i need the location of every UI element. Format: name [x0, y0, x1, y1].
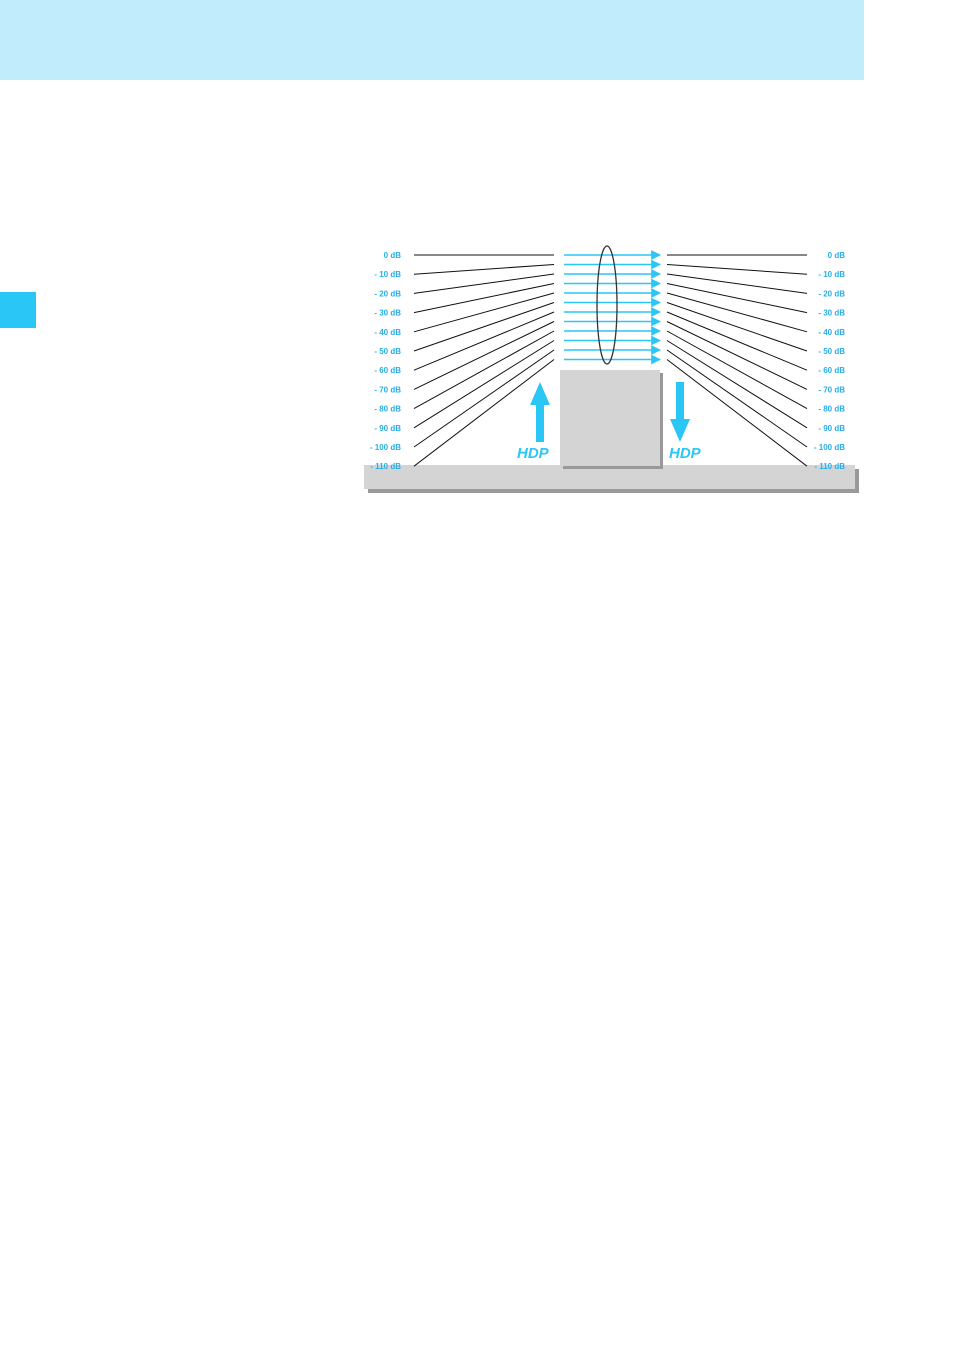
level-label-left: - 60 dB [374, 366, 401, 375]
level-label-left: - 110 dB [370, 462, 401, 471]
level-label-left: - 100 dB [370, 443, 401, 452]
left-fan-line [414, 284, 554, 313]
level-label-right: - 20 dB [818, 289, 845, 298]
level-label-left: - 50 dB [374, 347, 401, 356]
down-arrow-icon [670, 382, 690, 442]
level-label-right: - 30 dB [818, 309, 845, 318]
transmission-arrows [564, 255, 660, 360]
left-fan-line [414, 331, 554, 409]
right-fan-line [667, 322, 807, 390]
right-fan-line [667, 303, 807, 352]
left-fan-line [414, 293, 554, 332]
level-label-right: - 90 dB [818, 424, 845, 433]
right-fan-line [667, 341, 807, 428]
right-fan-line [667, 293, 807, 332]
right-fan-line [667, 284, 807, 313]
right-fan-line [667, 265, 807, 275]
level-label-left: - 30 dB [374, 309, 401, 318]
right-fan-lines [667, 255, 807, 466]
left-fan-line [414, 303, 554, 352]
right-level-labels: 0 dB - 10 dB - 20 dB - 30 dB - 40 dB - 50 dB -… [814, 251, 845, 471]
level-label-right: - 110 dB [814, 462, 845, 471]
transmission-block [560, 370, 660, 466]
right-fan-line [667, 350, 807, 447]
level-label-left: 0 dB [384, 251, 402, 260]
level-label-left: - 80 dB [374, 405, 401, 414]
level-label-right: - 10 dB [818, 270, 845, 279]
left-fan-line [414, 322, 554, 390]
level-label-right: - 60 dB [818, 366, 845, 375]
level-label-left: - 20 dB [374, 289, 401, 298]
level-label-right: - 70 dB [818, 385, 845, 394]
left-fan-line [414, 312, 554, 370]
level-label-left: - 10 dB [374, 270, 401, 279]
right-fan-line [667, 331, 807, 409]
left-fan-line [414, 274, 554, 293]
level-label-right: - 50 dB [818, 347, 845, 356]
hdp-label-right: HDP [669, 445, 702, 462]
level-label-left: - 90 dB [374, 424, 401, 433]
level-label-right: - 100 dB [814, 443, 845, 452]
right-fan-line [667, 274, 807, 293]
left-level-labels: 0 dB - 10 dB - 20 dB - 30 dB - 40 dB - 50 dB -… [370, 251, 401, 471]
left-fan-line [414, 265, 554, 275]
hdp-label-left: HDP [517, 445, 550, 462]
level-label-right: - 80 dB [818, 405, 845, 414]
right-fan-line [667, 312, 807, 370]
level-label-right: - 40 dB [818, 328, 845, 337]
level-label-right: 0 dB [828, 251, 846, 260]
level-label-left: - 40 dB [374, 328, 401, 337]
level-label-left: - 70 dB [374, 385, 401, 394]
up-arrow-icon [530, 382, 550, 442]
compressed-range-ellipse [597, 246, 617, 364]
left-fan-line [414, 341, 554, 428]
left-fan-lines [414, 255, 554, 466]
